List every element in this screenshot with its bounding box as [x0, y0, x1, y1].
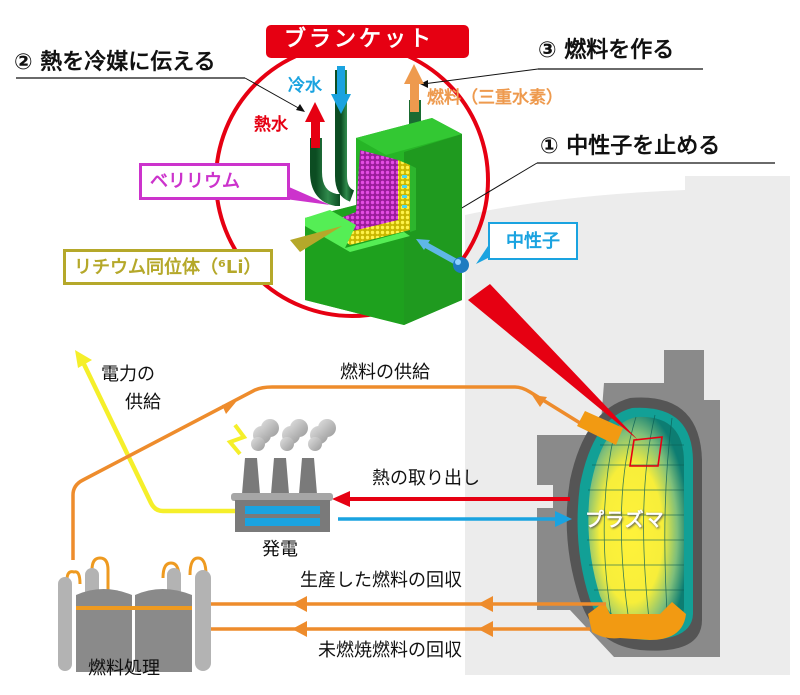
function-make-fuel: ③ 燃料を作る: [538, 38, 675, 63]
hot-water-arrow: [305, 102, 325, 148]
unburned-fuel-recovery-line: [211, 621, 590, 637]
cold-water-arrow: [331, 66, 351, 114]
fuel-processing-label: 燃料処理: [88, 658, 160, 679]
divertor: [588, 602, 686, 640]
function-stop-neutrons: ① 中性子を止める: [540, 134, 721, 159]
heat-extraction-label: 熱の取り出し: [372, 468, 480, 489]
function-transfer-heat: ② 熱を冷媒に伝える: [14, 50, 216, 75]
fuel-injection-port: [577, 411, 623, 445]
cold-water-label: 冷水: [288, 76, 322, 96]
lightning-icon: [226, 423, 248, 456]
neutron-label: 中性子: [488, 222, 578, 260]
fuel-tritium-label: 燃料（三重水素）: [427, 88, 563, 108]
neutron-particle: [416, 239, 469, 273]
blanket-module-illustration: [305, 70, 462, 325]
lithium-isotope-label: リチウム同位体（⁶Li）: [63, 249, 273, 285]
plasma-label: プラズマ: [585, 509, 665, 531]
power-supply-label-line1: 電力の: [101, 364, 155, 385]
blanket-callout-wedge: [468, 284, 638, 440]
blanket-title: ブランケット: [284, 27, 435, 52]
unburned-fuel-recovery-label: 未燃焼燃料の回収: [318, 640, 462, 661]
fuel-supply-label: 燃料の供給: [340, 362, 430, 383]
produced-fuel-recovery-line: [211, 596, 606, 612]
power-generation-label: 発電: [262, 539, 298, 560]
power-plant-icon: [226, 419, 336, 532]
power-supply-line: [75, 350, 240, 514]
heat-extraction-line: [332, 491, 570, 507]
power-supply-label-line2: 供給: [125, 392, 161, 413]
produced-fuel-recovery-label: 生産した燃料の回収: [300, 570, 462, 591]
coolant-return-line: [338, 511, 572, 527]
fuel-output-arrow: [404, 64, 424, 112]
fuel-processing-plant-icon: [58, 556, 211, 672]
beryllium-label: ベリリウム: [139, 163, 290, 200]
fusion-reactor: [537, 350, 720, 657]
hot-water-label: 熱水: [254, 115, 288, 135]
blanket-title-box: [266, 25, 469, 58]
fuel-supply-line: [71, 385, 581, 560]
